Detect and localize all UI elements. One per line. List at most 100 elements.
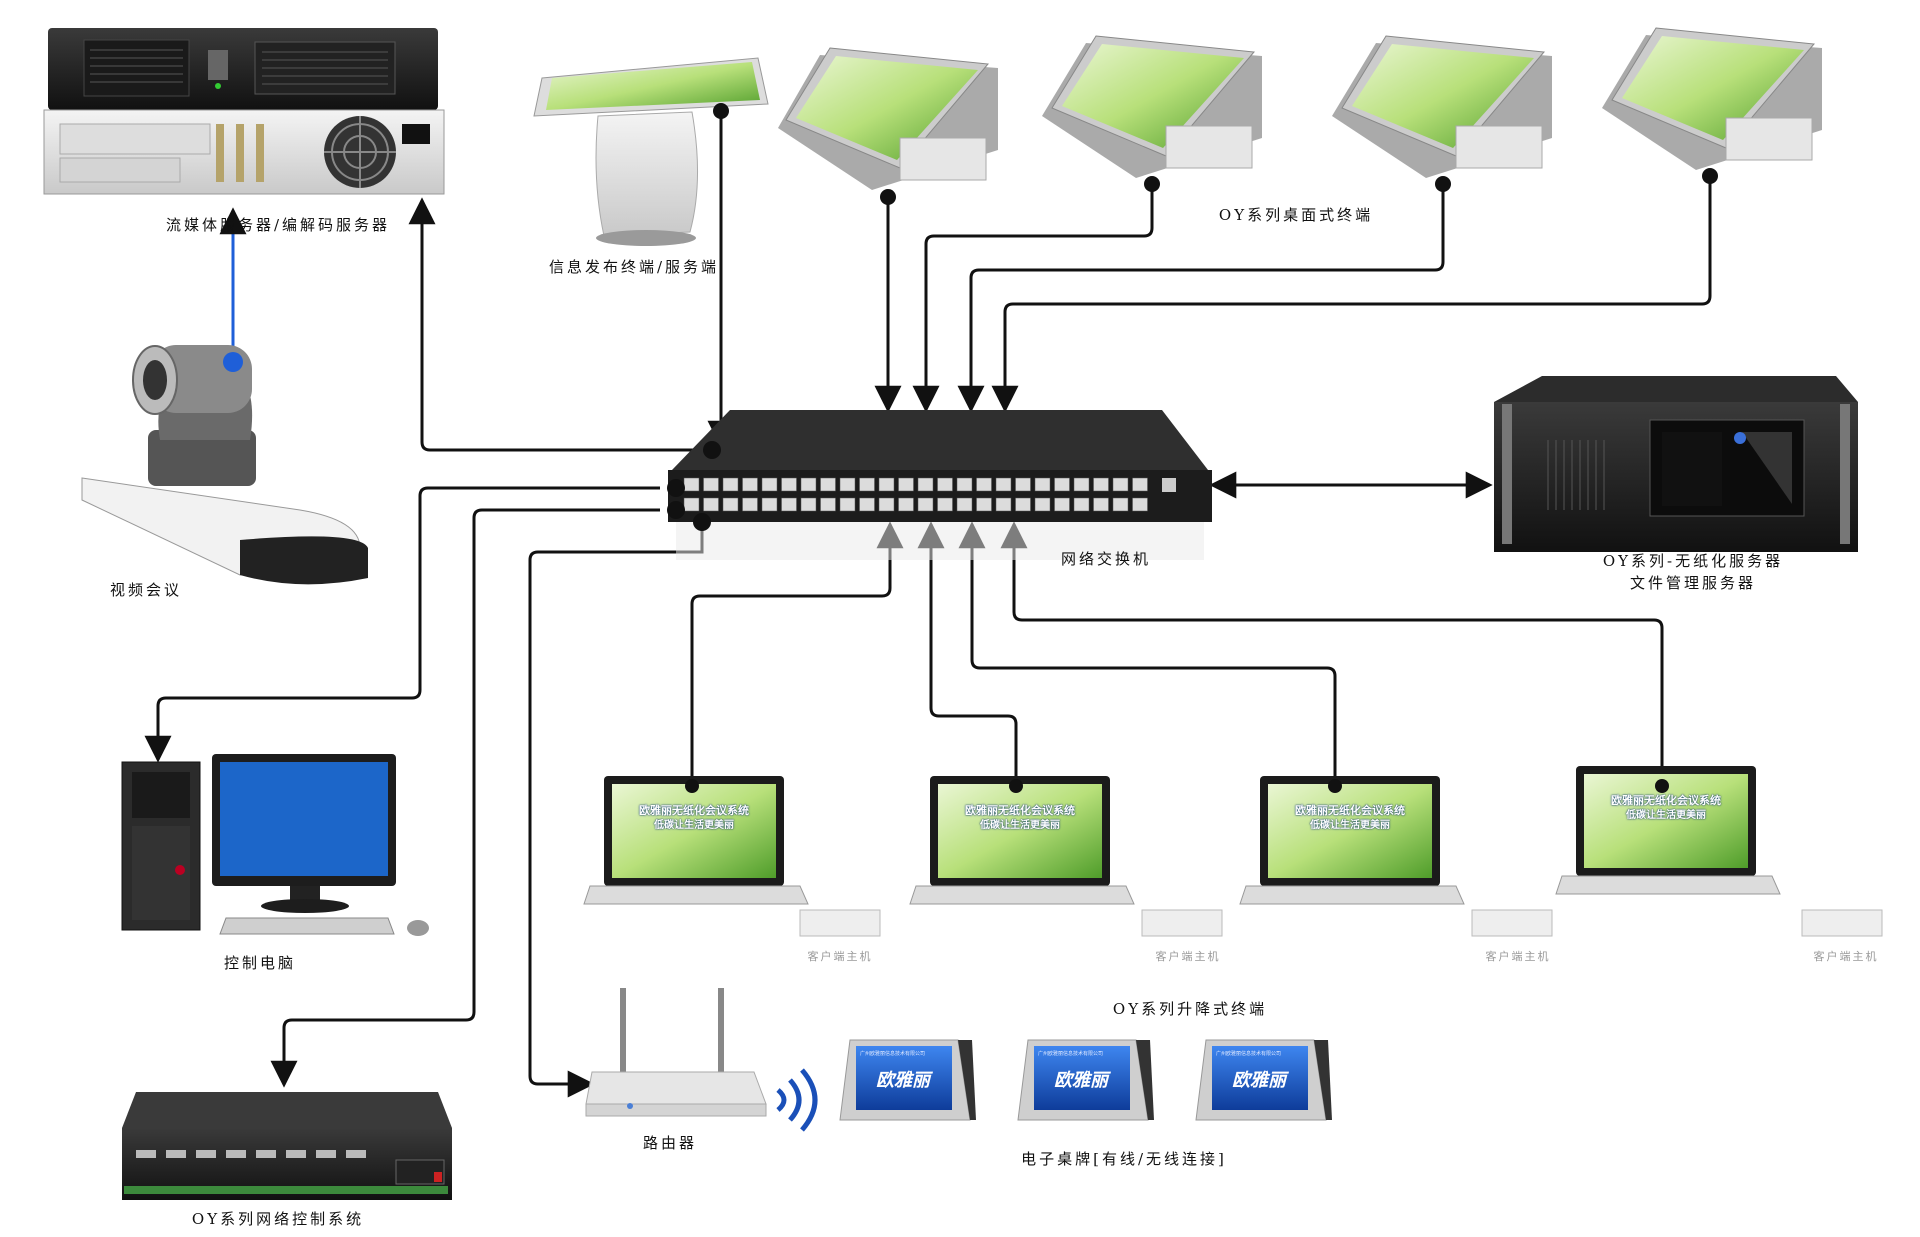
network-control-label: OY系列网络控制系统 [191, 1210, 365, 1228]
switch-port [1034, 497, 1051, 512]
switch-port [898, 497, 914, 512]
nameplate-3 [1195, 1039, 1332, 1121]
switch-port [956, 477, 973, 492]
switch-port [839, 497, 856, 512]
client-host-label-3: 客户端主机 [1485, 950, 1551, 963]
link-desktop-3 [957, 185, 1445, 413]
nameplate-1 [839, 1039, 976, 1121]
switch-port [859, 477, 875, 492]
plate-brand-1: 欧雅丽 [876, 1070, 930, 1091]
screen-title-2a: 欧雅丽无纸化会议系统 [965, 804, 1075, 817]
switch-port [722, 497, 739, 512]
info-kiosk [533, 57, 769, 246]
switch-port [976, 477, 992, 492]
switch-port [703, 477, 719, 492]
switch-port [742, 477, 758, 492]
screen-title-3a: 欧雅丽无纸化会议系统 [1295, 804, 1405, 817]
switch-port [878, 497, 895, 512]
screen-title-4a: 欧雅丽无纸化会议系统 [1611, 794, 1721, 807]
switch-port [800, 477, 817, 492]
switch-port [859, 497, 875, 512]
screen-title-1a: 欧雅丽无纸化会议系统 [639, 804, 749, 817]
lift-terminal-3 [1239, 776, 1553, 937]
nameplate-label: 电子桌牌[有线/无线连接] [1021, 1150, 1227, 1168]
link-desktop-2 [912, 185, 1154, 413]
client-host-label-2: 客户端主机 [1155, 950, 1221, 963]
desktop-terminal-1 [778, 47, 998, 190]
switch-port [956, 497, 973, 512]
switch-port [1073, 497, 1090, 512]
paperless-server [1494, 376, 1858, 552]
link-router [528, 522, 704, 1098]
switch-port [703, 497, 719, 512]
switch-port [917, 497, 934, 512]
control-pc-label: 控制电脑 [223, 954, 297, 972]
switch-port [995, 477, 1012, 492]
switch-port [800, 497, 817, 512]
nameplate-2 [1017, 1039, 1154, 1121]
link-streaming-server [408, 197, 710, 452]
streaming-server [43, 28, 445, 195]
paperless-server-label-1: OY系列-无纸化服务器 [1602, 552, 1784, 570]
lift-terminal-2 [909, 776, 1223, 937]
desktop-terminal-2 [1042, 35, 1262, 178]
switch-port [683, 497, 700, 512]
switch-port [1132, 497, 1148, 512]
link-lift-4 [1000, 521, 1664, 786]
video-link-dot [223, 352, 243, 372]
switch-port [683, 477, 700, 492]
switch-port [1073, 477, 1090, 492]
connection-lines [144, 111, 1712, 1098]
switch-label: 网络交换机 [1060, 550, 1152, 568]
switch-port [761, 477, 778, 492]
screen-title-1b: 低碳让生活更美丽 [654, 820, 734, 831]
link-network-control [270, 508, 660, 1088]
switch-port [878, 477, 895, 492]
router [585, 988, 818, 1132]
control-pc [121, 754, 429, 936]
info-terminal-label: 信息发布终端/服务端 [548, 258, 720, 276]
switch-port [898, 477, 914, 492]
switch-port [1015, 477, 1031, 492]
switch-port [937, 477, 953, 492]
switch-port [820, 477, 836, 492]
link-desktop-4 [991, 177, 1712, 413]
switch-port [1132, 477, 1148, 492]
network-switch [668, 410, 1212, 560]
screen-title-2b: 低碳让生活更美丽 [980, 820, 1060, 831]
switch-port [976, 497, 992, 512]
switch-port [1034, 477, 1051, 492]
switch-port [1054, 497, 1070, 512]
switch-port [781, 497, 797, 512]
desktop-terminal-4 [1602, 27, 1822, 170]
switch-port [995, 497, 1012, 512]
switch-port [1054, 477, 1070, 492]
connection-dots [667, 103, 1718, 793]
plate-company-1: 广州欧雅丽信息技术有限公司 [860, 1051, 926, 1057]
switch-port [742, 497, 758, 512]
plate-company-2: 广州欧雅丽信息技术有限公司 [1038, 1051, 1104, 1057]
switch-port [820, 497, 836, 512]
plate-company-3: 广州欧雅丽信息技术有限公司 [1216, 1051, 1282, 1057]
switch-port [917, 477, 934, 492]
link-control-pc [144, 486, 660, 763]
client-host-label-1: 客户端主机 [807, 950, 873, 963]
screen-title-4b: 低碳让生活更美丽 [1626, 810, 1706, 821]
link-lift-2 [917, 521, 1018, 786]
switch-port [722, 477, 739, 492]
switch-port [1093, 477, 1109, 492]
link-lift-3 [958, 521, 1337, 786]
switch-port [1015, 497, 1031, 512]
link-lift-1 [690, 521, 904, 786]
switch-port [761, 497, 778, 512]
switch-port [839, 477, 856, 492]
switch-port [781, 477, 797, 492]
video-conference-label: 视频会议 [109, 581, 183, 599]
switch-port [1112, 477, 1129, 492]
plate-brand-2: 欧雅丽 [1054, 1070, 1108, 1091]
desktop-terminal-3 [1332, 35, 1552, 178]
switch-port [1112, 497, 1129, 512]
paperless-server-label-2: 文件管理服务器 [1629, 574, 1757, 592]
network-control-box [122, 1092, 452, 1200]
lift-terminal-1 [583, 776, 881, 937]
